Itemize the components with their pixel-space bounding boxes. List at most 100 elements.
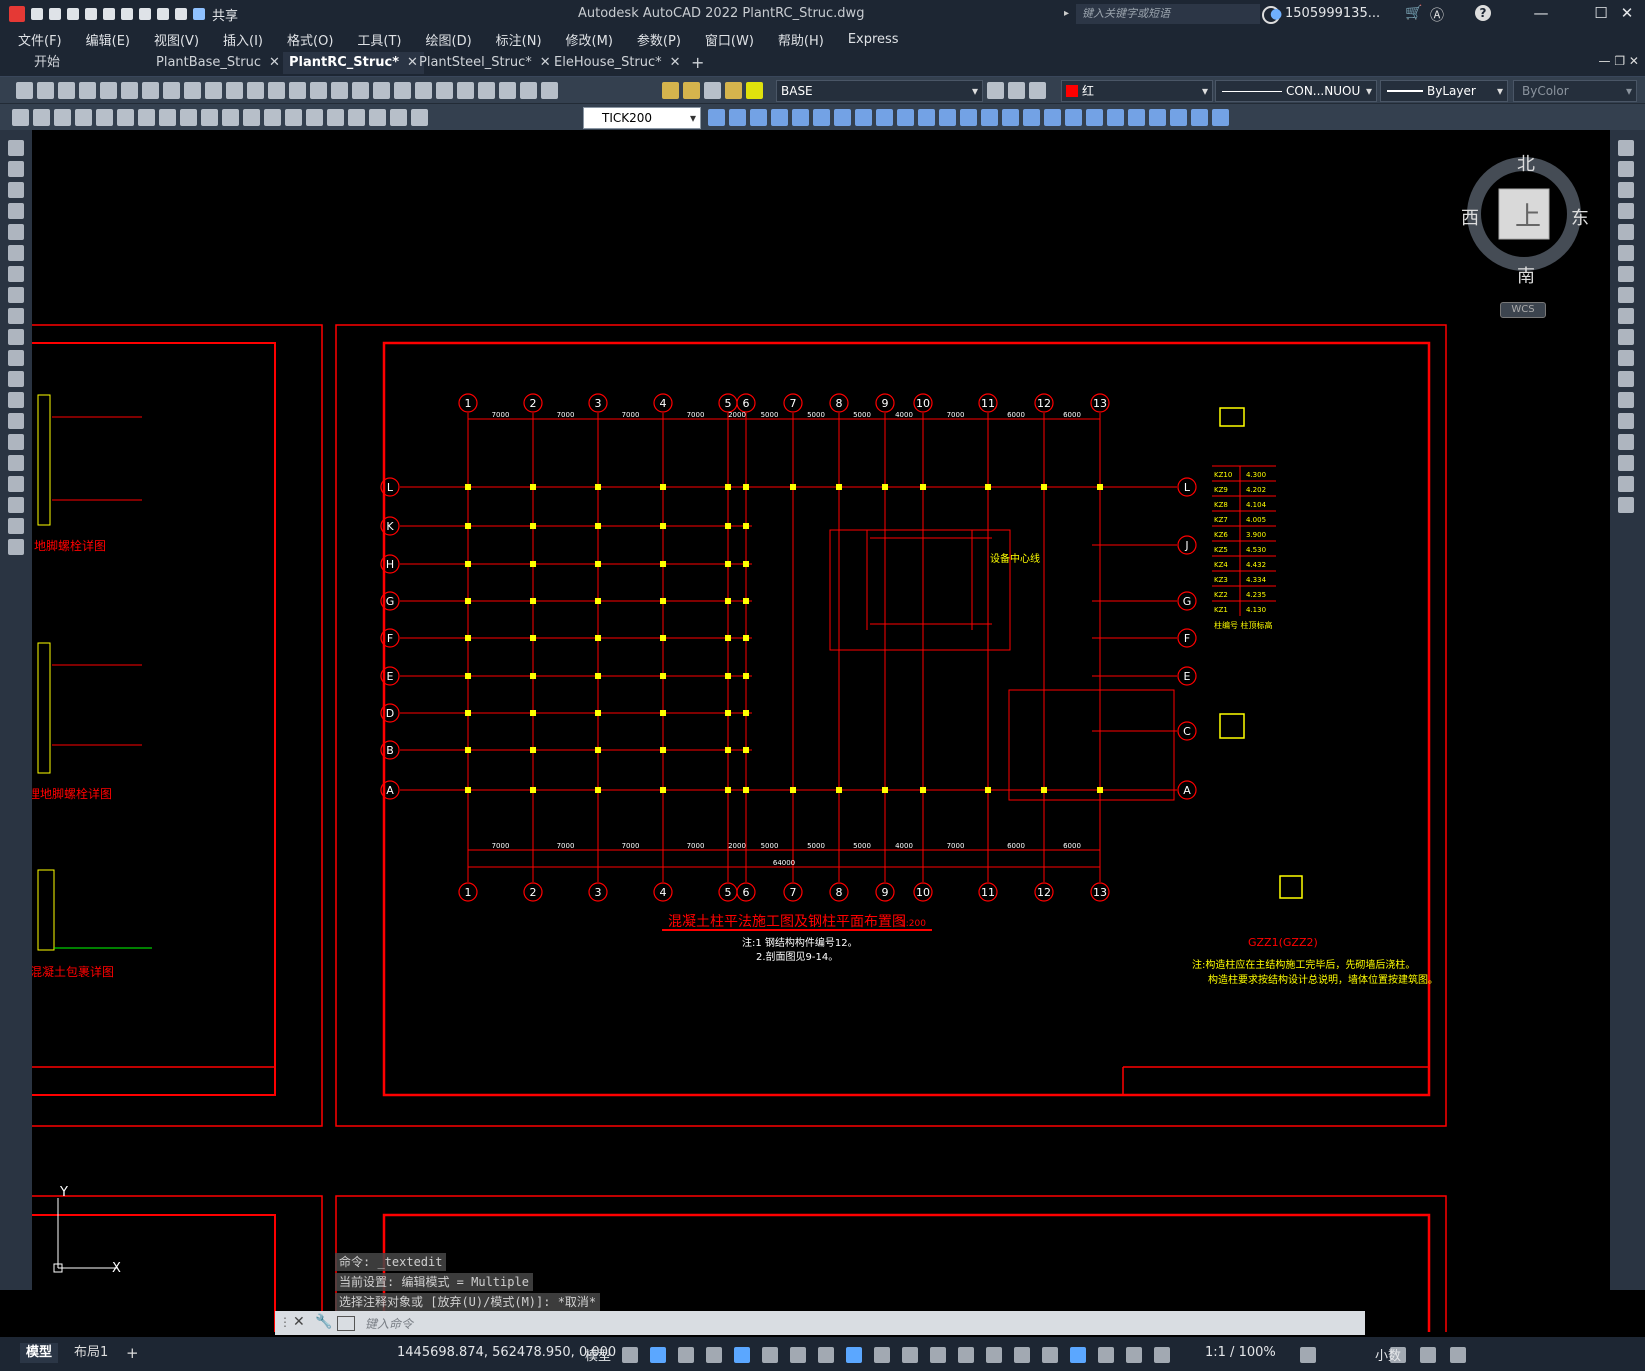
minimize-icon[interactable]: —	[1533, 4, 1549, 22]
markup-icon[interactable]	[478, 81, 495, 99]
rotate-icon[interactable]	[1618, 266, 1634, 282]
fillet-icon[interactable]	[1002, 108, 1019, 126]
trim-icon[interactable]	[897, 108, 914, 126]
annotation-scale[interactable]: 1:1 / 100%	[1205, 1345, 1276, 1360]
scale-icon[interactable]	[1618, 287, 1634, 303]
open-file-icon[interactable]	[49, 8, 61, 20]
plotstyle-dropdown[interactable]: ByColor▾	[1513, 80, 1637, 102]
autodesk-account-icon[interactable]: Ⓐ	[1430, 8, 1444, 24]
command-input[interactable]: 键入命令	[365, 1317, 414, 1331]
align-icon[interactable]	[1107, 108, 1124, 126]
break-icon[interactable]	[939, 108, 956, 126]
match-layer-icon[interactable]	[987, 81, 1004, 99]
publish-icon[interactable]	[121, 8, 133, 20]
tab-start[interactable]: 开始	[28, 52, 66, 74]
inspect-icon[interactable]	[327, 108, 344, 126]
layer-viewport-icon[interactable]	[704, 81, 721, 99]
close-tab-icon[interactable]: ✕	[407, 55, 418, 70]
layer-dropdown[interactable]: BASE▾	[776, 80, 983, 102]
tab-plantrc[interactable]: PlantRC_Struc*✕	[283, 52, 424, 74]
customize-command-icon[interactable]: 🔧	[315, 1314, 333, 1330]
ungroup-icon[interactable]	[1149, 108, 1166, 126]
dynamic-ucs-toggle-icon[interactable]	[986, 1347, 1002, 1363]
annotation-visibility-toggle-icon[interactable]	[1070, 1347, 1086, 1363]
autocad-logo-icon[interactable]	[9, 6, 25, 22]
linear-dim-icon[interactable]	[12, 108, 29, 126]
revision-cloud-icon[interactable]	[8, 287, 24, 303]
menu-item[interactable]: 绘图(D)	[425, 33, 472, 49]
join-icon[interactable]	[1618, 413, 1634, 429]
rotate-icon[interactable]	[834, 108, 851, 126]
arc-icon[interactable]	[8, 245, 24, 261]
share-label[interactable]: 共享	[212, 8, 239, 24]
close-tab-icon[interactable]: ✕	[269, 55, 280, 70]
break-icon[interactable]	[1618, 392, 1634, 408]
save-as-icon[interactable]	[85, 8, 97, 20]
compass-east[interactable]: 东	[1571, 208, 1589, 229]
array-icon[interactable]	[813, 108, 830, 126]
tolerance-icon[interactable]	[285, 108, 302, 126]
tab-plantsteel[interactable]: PlantSteel_Struc*✕	[413, 52, 557, 74]
selection-filter-toggle-icon[interactable]	[1014, 1347, 1030, 1363]
aligned-dim-icon[interactable]	[33, 108, 50, 126]
scale-icon[interactable]	[855, 108, 872, 126]
circle-icon[interactable]	[8, 266, 24, 282]
snap-toggle-icon[interactable]	[650, 1347, 666, 1363]
model-space-toggle[interactable]: 模型	[585, 1349, 612, 1364]
menu-item[interactable]: 修改(M)	[565, 33, 613, 49]
undo-icon[interactable]	[268, 81, 285, 99]
undo-icon[interactable]	[157, 8, 169, 20]
menu-item[interactable]: 标注(N)	[495, 33, 542, 49]
search-icon[interactable]	[1262, 6, 1280, 24]
explode-icon[interactable]	[1618, 497, 1634, 513]
menu-item[interactable]: 窗口(W)	[704, 33, 754, 49]
region-icon[interactable]	[8, 476, 24, 492]
add-selected-icon[interactable]	[8, 539, 24, 555]
zoom-window-icon[interactable]	[352, 81, 369, 99]
move-icon[interactable]	[1618, 245, 1634, 261]
ortho-toggle-icon[interactable]	[734, 1347, 750, 1363]
polygon-icon[interactable]	[8, 203, 24, 219]
command-prompt-icon[interactable]	[337, 1316, 355, 1331]
print-icon[interactable]	[139, 8, 151, 20]
polar-tracking-toggle-icon[interactable]	[762, 1347, 778, 1363]
hatch-icon[interactable]	[8, 434, 24, 450]
workspace-toggle-icon[interactable]	[1154, 1347, 1170, 1363]
fillet-icon[interactable]	[1618, 455, 1634, 471]
layer-freeze-icon[interactable]	[683, 81, 700, 99]
copy-object-icon[interactable]	[1618, 161, 1634, 177]
user-icon[interactable]: ●	[1270, 6, 1283, 22]
menu-item[interactable]: 编辑(E)	[85, 33, 130, 49]
command-grip-icon[interactable]: ⋮	[279, 1315, 291, 1329]
extend-icon[interactable]	[1618, 350, 1634, 366]
layout1-tab[interactable]: 布局1	[74, 1345, 109, 1360]
linetype-dropdown[interactable]: CON...NUOU▾	[1215, 80, 1377, 102]
annotation-monitor-toggle-icon[interactable]	[1126, 1347, 1142, 1363]
table-icon[interactable]	[8, 497, 24, 513]
spline-icon[interactable]	[8, 308, 24, 324]
mirror-icon[interactable]	[771, 108, 788, 126]
menu-item[interactable]: 工具(T)	[357, 33, 402, 49]
menu-item[interactable]: 参数(P)	[636, 33, 681, 49]
baseline-dim-icon[interactable]	[201, 108, 218, 126]
jogged-dim-icon[interactable]	[117, 108, 134, 126]
offset-icon[interactable]	[1618, 203, 1634, 219]
chamfer-icon[interactable]	[1618, 434, 1634, 450]
make-block-icon[interactable]	[8, 392, 24, 408]
match-properties-icon[interactable]	[226, 81, 243, 99]
insert-block-icon[interactable]	[8, 371, 24, 387]
tab-plantbase[interactable]: PlantBase_Struc✕	[150, 52, 286, 74]
drawing-window-controls[interactable]: — ❐ ✕	[1598, 54, 1639, 68]
rectangle-icon[interactable]	[8, 224, 24, 240]
chamfer-icon[interactable]	[981, 108, 998, 126]
radius-dim-icon[interactable]	[96, 108, 113, 126]
coordinate-readout[interactable]: 1445698.874, 562478.950, 0.000	[397, 1345, 617, 1360]
object-snap-toggle-icon[interactable]	[846, 1347, 862, 1363]
erase-icon[interactable]	[1044, 108, 1061, 126]
redo-icon[interactable]	[289, 81, 306, 99]
open-sheet-icon[interactable]	[103, 8, 115, 20]
menu-item[interactable]: Express	[847, 31, 899, 47]
viewcube[interactable]: 北 南 东 西 上 WCS	[1461, 152, 1589, 318]
copy-icon[interactable]	[184, 81, 201, 99]
